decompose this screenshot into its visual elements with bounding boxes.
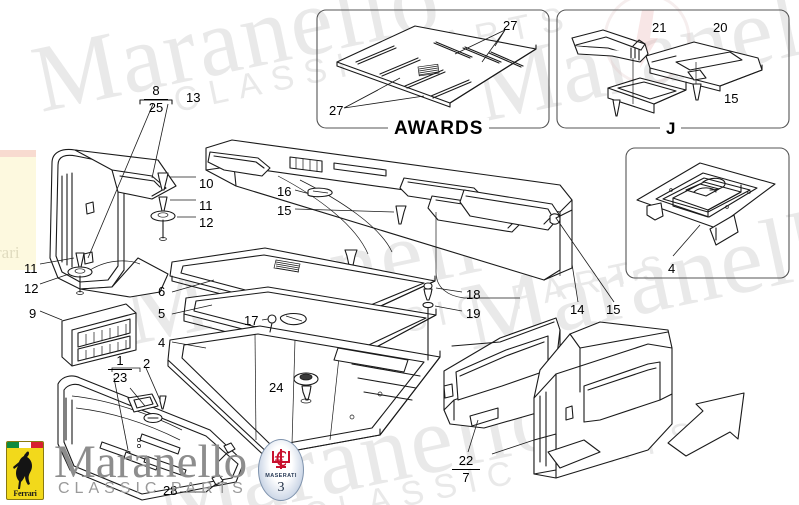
callout-28: 28 xyxy=(163,483,178,498)
carpet-4-floor xyxy=(167,325,441,462)
trim-vent-detail xyxy=(289,156,323,173)
classic-parts-wordmark: CLASSIC PARTS xyxy=(58,480,248,497)
maserati-logo: € MASERATI 3 xyxy=(258,439,304,501)
callout-8-value: 8 xyxy=(152,83,160,98)
callout-16: 16 xyxy=(277,184,292,199)
part-7-side-trim xyxy=(491,321,673,479)
callout-11: 11 xyxy=(199,198,213,213)
callout-inset-20: 20 xyxy=(713,20,728,35)
callout-11b: 11 xyxy=(24,261,38,276)
direction-arrow xyxy=(667,392,745,457)
callout-17: 17 xyxy=(244,313,259,328)
inset-bin xyxy=(625,147,790,279)
callout-13: 13 xyxy=(186,90,201,105)
leader-4 xyxy=(171,341,207,349)
awards-grille xyxy=(417,63,440,77)
callout-inset-4: 4 xyxy=(668,261,676,276)
part-9-vent xyxy=(39,303,137,367)
inset-awards xyxy=(316,9,550,129)
fastener-15-right xyxy=(294,189,407,225)
callout-5: 5 xyxy=(158,306,166,321)
part-16-plug xyxy=(307,187,333,198)
leader-6 xyxy=(171,279,215,293)
tray-part xyxy=(607,77,687,114)
inset-caption-j: J xyxy=(660,119,682,139)
callout-15b: 15 xyxy=(606,302,621,317)
italian-flag-stripe xyxy=(7,442,43,448)
ferrari-wordmark: Ferrari xyxy=(13,489,37,498)
callout-1-value: 1 xyxy=(116,353,124,368)
fraction-rule-2 xyxy=(108,368,132,370)
fasteners-10-11-12 xyxy=(39,172,196,295)
callout-inset-21: 21 xyxy=(652,20,667,35)
maranello-wordmark: Maranello xyxy=(54,436,248,488)
maserati-wordmark: MASERATI xyxy=(265,473,297,479)
callout-25-value: 25 xyxy=(148,99,164,115)
part-4-bin xyxy=(636,162,776,246)
part-13-rear-shelf-trim xyxy=(205,139,573,299)
callout-18: 18 xyxy=(466,287,481,302)
carpet-5 xyxy=(183,286,437,366)
inset-caption-awards: AWARDS xyxy=(388,118,490,140)
callout-10: 10 xyxy=(199,176,214,191)
fraction-rule-3 xyxy=(452,468,480,470)
carpet-6-grille xyxy=(273,259,301,273)
callout-1-over-23: 1 23 xyxy=(108,354,132,384)
part-17-clip xyxy=(261,314,277,333)
awards-panel xyxy=(336,25,537,109)
part-1-23-sill-trim xyxy=(57,367,245,501)
maserati-badge-number: 3 xyxy=(277,480,285,495)
maserati-trident-shape xyxy=(272,449,290,469)
callout-24: 24 xyxy=(269,380,284,395)
callout-19: 19 xyxy=(466,306,481,321)
part-22-side-trim xyxy=(443,317,561,453)
callout-12b: 12 xyxy=(24,281,39,296)
callout-12: 12 xyxy=(199,215,214,230)
callout-2: 2 xyxy=(143,356,151,371)
screw-fasteners-j xyxy=(612,83,702,117)
callout-22-over-7: 22 7 xyxy=(452,454,480,484)
ferrari-logo: Ferrari xyxy=(6,441,44,500)
inset-j xyxy=(556,9,790,129)
callout-inset-27-a: 27 xyxy=(503,18,518,33)
brand-footer: Ferrari Maranello CLASSIC PARTS € MASERA… xyxy=(0,435,310,505)
part-21-rail xyxy=(571,29,649,63)
callout-15a: 15 xyxy=(277,203,292,218)
callout-8-over-25: 8 25 xyxy=(144,84,168,114)
callout-23-value: 23 xyxy=(112,369,128,385)
part-8-25-left-trim xyxy=(49,99,177,298)
prancing-horse-icon xyxy=(13,451,32,489)
callout-14: 14 xyxy=(570,302,585,317)
leader-15b xyxy=(555,217,615,303)
callout-inset-27-b: 27 xyxy=(329,103,344,118)
leader-5 xyxy=(171,304,213,315)
callout-22-value: 22 xyxy=(458,453,474,468)
part-20-rail xyxy=(645,41,763,92)
callout-6: 6 xyxy=(158,284,166,299)
callout-inset-15: 15 xyxy=(724,91,739,106)
callout-9: 9 xyxy=(29,306,37,321)
leader-14 xyxy=(571,263,579,303)
callout-4: 4 xyxy=(158,335,166,350)
callout-7-value: 7 xyxy=(462,469,470,485)
fasteners-18-19 xyxy=(422,282,463,361)
fraction-rule-1 xyxy=(144,98,168,100)
